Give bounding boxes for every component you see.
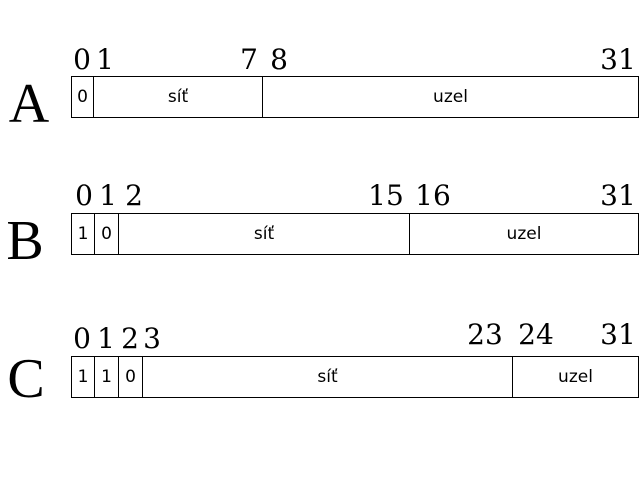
host-field: uzel (558, 367, 593, 387)
class-bit-field: 0 (95, 214, 119, 254)
class-bit-field: 1 (95, 357, 119, 397)
class-bit-field: 1 (72, 214, 95, 254)
bit-number: 7 (240, 43, 258, 76)
class-a-label: A (8, 73, 50, 135)
bit-number: 24 (518, 318, 554, 351)
bit-number: 1 (96, 43, 114, 76)
bit-number: 3 (143, 322, 161, 355)
network-field: síť (119, 214, 410, 254)
bit-number: 2 (121, 322, 139, 355)
host-field: uzel (433, 87, 468, 107)
bit-number: 23 (467, 318, 503, 351)
bit-number: 1 (99, 179, 117, 212)
bit-number: 16 (415, 179, 451, 212)
bit-number: 0 (75, 179, 93, 212)
bit-number: 1 (97, 322, 115, 355)
network-field: síť (143, 357, 513, 397)
bit-number: 31 (600, 318, 636, 351)
class-bit-field: 1 (72, 357, 95, 397)
class-c-address-row: 1 1 0 síť uzel (71, 356, 639, 398)
host-field: uzel (506, 224, 542, 244)
bit-number: 0 (73, 322, 91, 355)
network-field: síť (94, 77, 263, 117)
class-bit-field: 0 (72, 77, 94, 117)
class-bit-field: 0 (119, 357, 143, 397)
bit-number: 31 (600, 43, 636, 76)
class-b-address-row: 1 0 síť uzel (71, 213, 639, 255)
class-a-address-row: 0 síť uzel (71, 76, 639, 118)
bit-number: 0 (73, 43, 91, 76)
class-c-label: C (7, 348, 45, 410)
bit-number: 15 (368, 179, 404, 212)
bit-number: 31 (600, 179, 636, 212)
class-b-label: B (6, 210, 44, 272)
bit-number: 8 (270, 43, 288, 76)
bit-number: 2 (125, 179, 143, 212)
